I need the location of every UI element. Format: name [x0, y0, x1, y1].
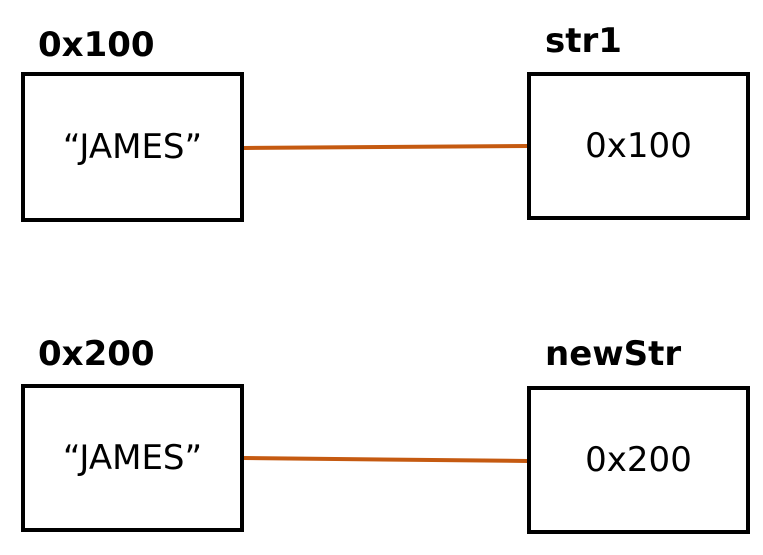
- heap-object-value-2: “JAMES”: [62, 438, 203, 478]
- variable-value-1: 0x100: [585, 126, 692, 166]
- variable-box-2: 0x200: [527, 386, 750, 534]
- variable-name-label-1: str1: [545, 21, 622, 61]
- heap-object-box-1: “JAMES”: [21, 72, 244, 222]
- variable-box-1: 0x100: [527, 72, 750, 220]
- heap-object-value-1: “JAMES”: [62, 127, 203, 167]
- variable-value-2: 0x200: [585, 440, 692, 480]
- heap-address-label-2: 0x200: [38, 334, 155, 374]
- heap-address-label-1: 0x100: [38, 25, 155, 65]
- heap-object-box-2: “JAMES”: [21, 384, 244, 532]
- reference-line-1: [243, 144, 529, 150]
- variable-name-label-2: newStr: [545, 334, 682, 374]
- reference-line-2: [243, 456, 529, 463]
